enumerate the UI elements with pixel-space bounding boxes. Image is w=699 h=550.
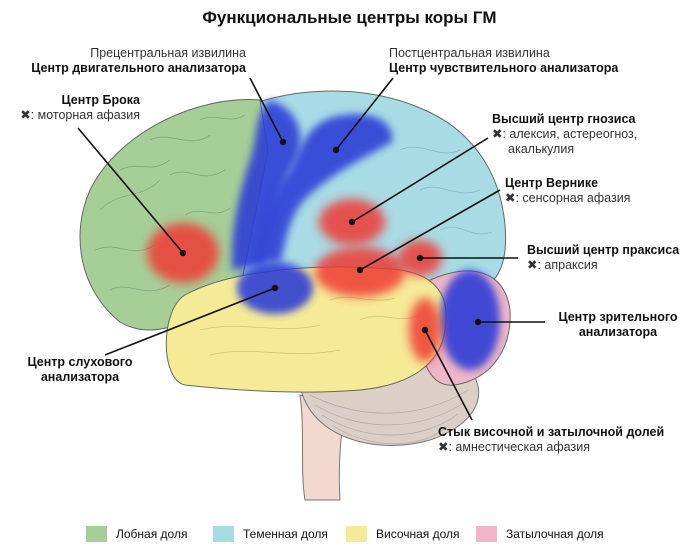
label-auditory-bold2: анализатора	[40, 370, 120, 384]
label-broca-bold: Центр Брока	[61, 93, 140, 107]
marker-dot-broca	[179, 249, 187, 257]
leader-line-broca	[77, 127, 184, 254]
marker-dot-junction	[421, 326, 429, 334]
label-auditory: Центр слухового анализатора	[10, 355, 150, 385]
legend-item-temporal: Височная доля	[346, 526, 460, 542]
leader-line-junction	[424, 329, 473, 421]
legend-swatch-frontal	[86, 526, 107, 542]
label-praxis: Высший центр праксиса ✖: апраксия	[527, 243, 679, 273]
marker-dot-precentral	[279, 138, 287, 146]
label-broca-note: ✖: моторная афазия	[20, 108, 140, 122]
label-postcentral-top: Постцентральная извилина	[389, 46, 550, 60]
label-precentral-top: Прецентральная извилина	[90, 46, 246, 60]
marker-dot-visual	[474, 318, 482, 326]
legend-item-occipital: Затылочная доля	[476, 526, 604, 542]
label-gnosis: Высший центр гнозиса ✖: алексия, астерео…	[492, 112, 637, 157]
label-junction-bold: Стык височной и затылочной долей	[438, 425, 665, 439]
legend-swatch-parietal	[213, 526, 234, 542]
label-gnosis-note2: акалькулия	[508, 142, 575, 156]
marker-dot-auditory	[271, 284, 279, 292]
label-postcentral-bold: Центр чувствительного анализатора	[389, 61, 619, 75]
label-precentral-bold: Центр двигательного анализатора	[31, 61, 246, 75]
marker-dot-wernicke	[356, 266, 364, 274]
label-auditory-bold1: Центр слухового	[27, 355, 133, 369]
label-praxis-note: ✖: апраксия	[527, 258, 598, 272]
legend-swatch-occipital	[476, 526, 497, 542]
label-junction: Стык височной и затылочной долей ✖: амне…	[438, 425, 664, 455]
label-junction-note: ✖: амнестическая афазия	[438, 440, 590, 454]
legend-label-frontal: Лобная доля	[116, 527, 188, 541]
sensory-strip	[258, 114, 393, 262]
marker-dot-praxis	[416, 254, 424, 262]
label-precentral: Прецентральная извилина Центр двигательн…	[31, 46, 246, 76]
label-wernicke-note: ✖: сенсорная афазия	[505, 191, 631, 205]
label-visual: Центр зрительного анализатора	[548, 310, 688, 340]
legend-item-parietal: Теменная доля	[213, 526, 328, 542]
marker-dot-postcentral	[332, 146, 340, 154]
leader-line-postcentral	[335, 77, 394, 151]
parietal-lobe	[234, 90, 507, 291]
marker-dot-gnosis	[348, 218, 356, 226]
label-visual-bold1: Центр зрительного	[558, 310, 678, 324]
leader-line-wernicke	[359, 189, 501, 271]
label-wernicke-bold: Центр Вернике	[505, 176, 599, 190]
label-visual-bold2: анализатора	[578, 325, 658, 339]
label-gnosis-bold: Высший центр гнозиса	[492, 112, 636, 126]
label-broca: Центр Брока ✖: моторная афазия	[20, 93, 140, 123]
legend-swatch-temporal	[346, 526, 367, 542]
legend-label-occipital: Затылочная доля	[506, 527, 604, 541]
visual-center	[440, 270, 500, 370]
legend-label-temporal: Височная доля	[376, 527, 460, 541]
legend-label-parietal: Теменная доля	[243, 527, 328, 541]
label-postcentral: Постцентральная извилина Центр чувствите…	[389, 46, 618, 76]
label-wernicke: Центр Вернике ✖: сенсорная афазия	[505, 176, 630, 206]
leader-line-auditory	[104, 287, 276, 356]
legend-item-frontal: Лобная доля	[86, 526, 187, 542]
leader-line-precentral	[249, 77, 284, 143]
label-gnosis-note1: ✖: алексия, астереогноз,	[492, 127, 638, 141]
leader-line-gnosis	[351, 137, 489, 223]
label-praxis-bold: Высший центр праксиса	[527, 243, 680, 257]
diagram-title: Функциональные центры коры ГМ	[202, 8, 497, 27]
